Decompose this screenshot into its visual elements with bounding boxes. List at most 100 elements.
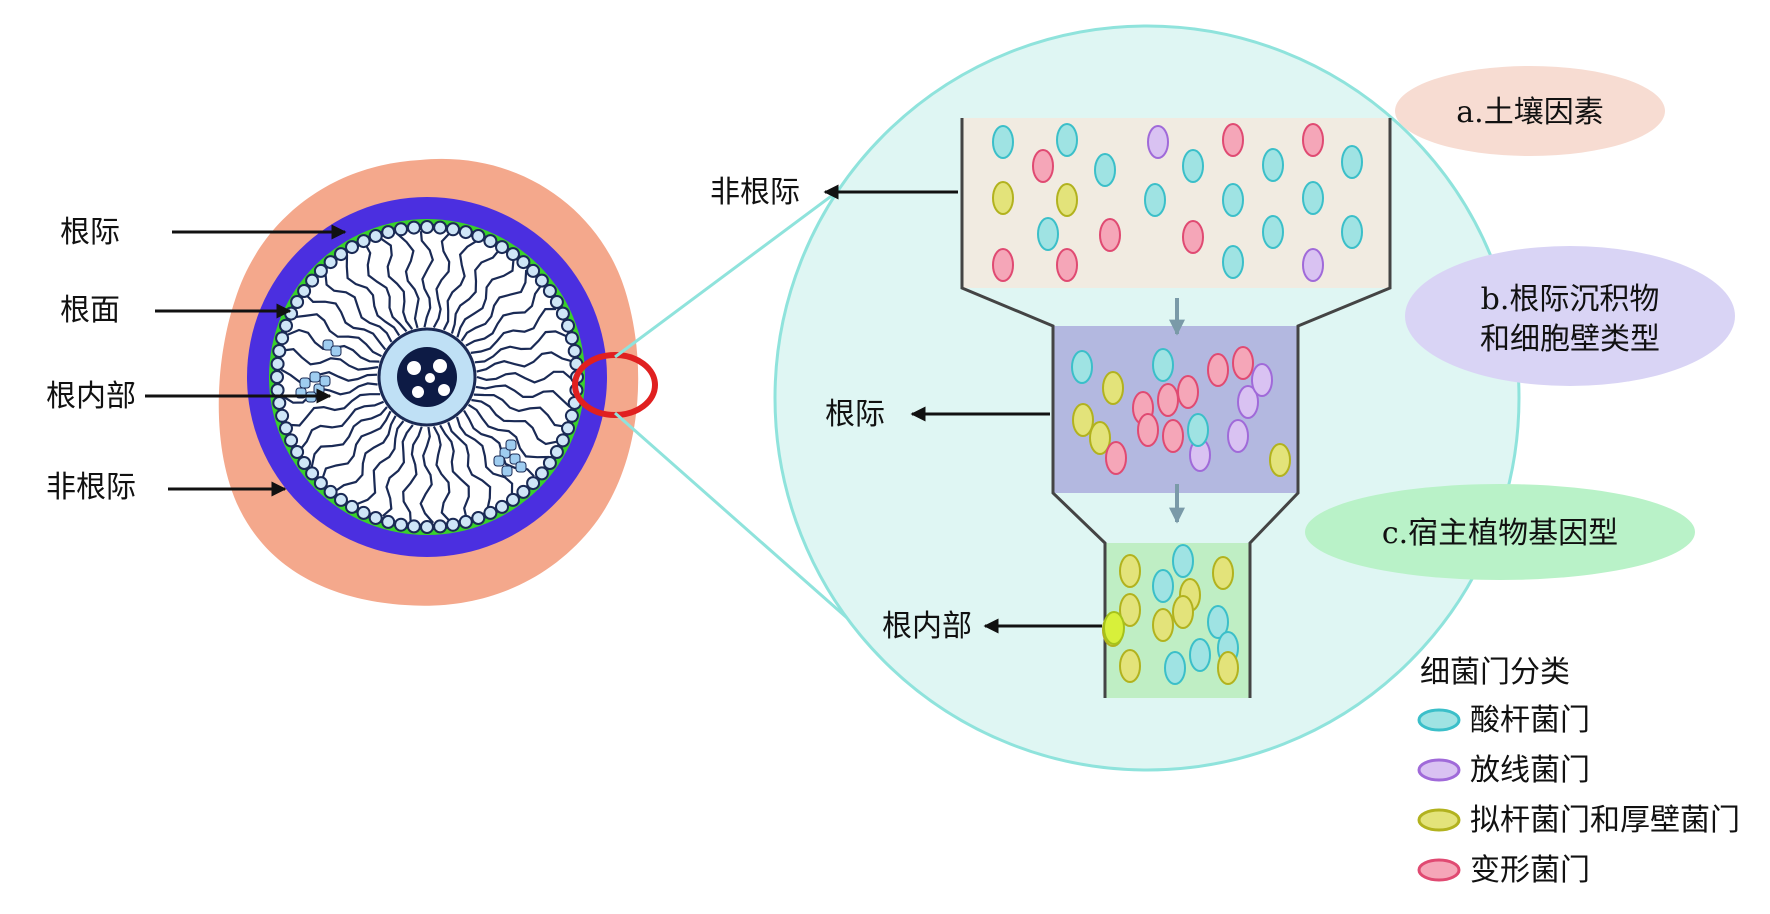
epidermis-cell [471, 511, 486, 525]
epidermis-cell [495, 240, 509, 255]
bacterium [1172, 544, 1194, 578]
epidermis-cell [270, 383, 285, 398]
epidermis-cell [420, 220, 434, 234]
bacterium [1056, 248, 1078, 282]
endophyte-cell [309, 371, 321, 383]
bacterium [1071, 350, 1093, 384]
bacterium [1037, 217, 1059, 251]
cortex-line [283, 348, 379, 371]
epidermis-cell [433, 519, 448, 534]
factor-rhizodeposits-line1: b.根际沉积物 [1481, 282, 1660, 317]
legend-label: 变形菌门 [1470, 853, 1590, 888]
epidermis-cell [297, 284, 312, 298]
label-bulk-soil: 非根际 [46, 470, 136, 505]
cortex-line [447, 421, 492, 511]
bacterium [1172, 595, 1194, 629]
bacterium [992, 248, 1014, 282]
cortex-line [310, 406, 388, 467]
cortex-line [293, 313, 382, 358]
cortex-line [475, 384, 571, 408]
epidermis-cell [406, 220, 421, 235]
cortex-line [432, 232, 451, 329]
bacterium [1032, 149, 1054, 183]
epidermis-cell [368, 511, 383, 525]
epidermis-cell [458, 225, 473, 240]
cortex-line [299, 400, 385, 451]
bacterium [1099, 218, 1121, 252]
epidermis-cell [272, 344, 287, 358]
epidermis-cell [458, 514, 473, 529]
cortex-line [345, 254, 401, 337]
bacterium [1162, 419, 1184, 453]
xylem-vessels [407, 359, 450, 398]
bacterium [1207, 605, 1229, 639]
cortex-line [419, 230, 434, 328]
cortex-line [382, 424, 414, 517]
bacterium [1152, 608, 1174, 642]
cortex-line [324, 272, 393, 343]
endophyte-cell [515, 461, 527, 473]
legend-swatch [1417, 858, 1461, 882]
bacterium [1207, 353, 1229, 387]
epidermis-cell [323, 484, 338, 499]
epidermis-cell [356, 234, 371, 249]
cortex-line [476, 351, 573, 373]
bacterium [1103, 611, 1125, 645]
cortex-line [476, 370, 574, 384]
endophyte-cell [319, 375, 331, 387]
legend-label: 放线菌门 [1470, 753, 1590, 788]
epidermis-cell [549, 295, 564, 309]
epidermis-cell [516, 484, 531, 499]
cortex-line [355, 420, 405, 506]
epidermis-cell [526, 476, 541, 491]
epidermis-cell [446, 517, 460, 532]
epidermis-cell [564, 331, 579, 346]
epidermis-cell [323, 255, 338, 270]
bacterium [1222, 183, 1244, 217]
epidermis-cell [394, 222, 408, 237]
factor-host-genotype-text: c.宿主植物基因型 [1382, 516, 1618, 551]
rhizosphere-bacteria [1071, 346, 1291, 477]
factor-bubble-rhizodeposits [1405, 246, 1735, 386]
epidermis-cell [506, 247, 520, 262]
bacterium [1144, 183, 1166, 217]
epidermis-cell [483, 505, 498, 520]
bacterium [992, 181, 1014, 215]
cortex-line [473, 393, 565, 428]
epidermis-cell [542, 456, 557, 470]
bacterium [1089, 421, 1111, 455]
bacterium [1227, 419, 1249, 453]
bacterium [992, 125, 1014, 159]
bacterium [1341, 145, 1363, 179]
bacterium [1262, 148, 1284, 182]
endophyte-cell [505, 439, 517, 451]
bacterium [1222, 123, 1244, 157]
epidermis-cell [345, 240, 359, 255]
cortex-line [432, 425, 451, 522]
cortex-line [419, 426, 435, 524]
factor-soil-text: a.土壤因素 [1456, 95, 1603, 130]
epidermis-cell [284, 433, 299, 448]
epidermis-cell [561, 318, 575, 333]
bacterium [1269, 443, 1291, 477]
bulk-soil-bacteria [992, 123, 1363, 282]
bacterium [1094, 153, 1116, 187]
cortex-line [396, 233, 420, 329]
bacterium [1177, 375, 1199, 409]
funnel-outline [960, 118, 1107, 698]
epidermis-cell [534, 273, 549, 288]
cortex-line [456, 259, 515, 338]
epidermis-cell [433, 220, 448, 235]
legend-swatch [1417, 758, 1461, 782]
cortex-line [455, 416, 514, 496]
epidermis-cell [275, 408, 290, 423]
legend-title: 细菌门分类 [1420, 655, 1570, 690]
endophyte-cell [509, 453, 521, 465]
epidermis-cell [305, 466, 320, 481]
endophyte-cell [299, 377, 311, 389]
cortex-line [474, 330, 568, 364]
epidermis-cell [279, 318, 293, 333]
cortex-line [289, 393, 381, 427]
endophyte-cell [330, 345, 342, 357]
